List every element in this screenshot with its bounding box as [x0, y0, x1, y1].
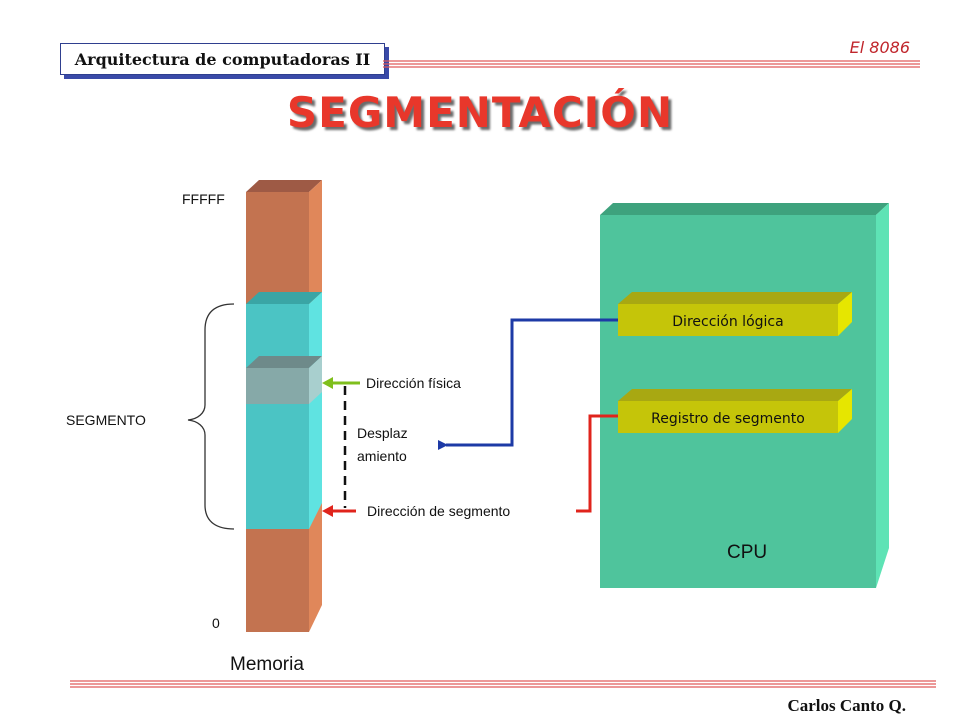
offset-label-line2: amiento: [357, 448, 407, 464]
bottom-address-label: 0: [212, 615, 220, 631]
memory-top-face: [246, 180, 322, 192]
register-to-segment-connector: [576, 414, 618, 513]
segment-register-side: [838, 389, 852, 433]
cpu-label: CPU: [727, 542, 767, 563]
segment-address-label: Dirección de segmento: [367, 503, 510, 519]
cpu-top-face: [600, 203, 889, 215]
segment-label: SEGMENTO: [66, 412, 146, 428]
logical-register-side: [838, 292, 852, 336]
offset-label-line1: Desplaz: [357, 425, 408, 441]
segment-register-front: [618, 401, 838, 433]
segment-side-face: [309, 292, 322, 529]
topic-label: El 8086: [849, 38, 910, 57]
logical-register-front: [618, 304, 838, 336]
logical-register-top: [618, 292, 852, 304]
segment-register: Registro de segmento: [618, 389, 852, 433]
course-title: Arquitectura de computadoras II: [74, 49, 371, 69]
logical-address-register: Dirección lógica: [618, 292, 852, 336]
physical-cell-top: [246, 356, 322, 368]
top-rule-lines: [383, 60, 920, 68]
physical-cell-side: [309, 356, 322, 404]
segment-brace: [187, 303, 235, 530]
segment-address-arrow: [322, 505, 356, 517]
segment-register-label: Registro de segmento: [651, 411, 805, 427]
physical-address-label: Dirección física: [366, 375, 461, 391]
segment-front-face: [246, 304, 309, 529]
page-title: SEGMENTACIÓN: [286, 88, 674, 137]
author-label: Carlos Canto Q.: [787, 696, 906, 715]
segment-register-top: [618, 389, 852, 401]
memory-label: Memoria: [230, 654, 304, 675]
memory-column: [246, 180, 322, 632]
course-title-box: Arquitectura de computadoras II: [60, 43, 385, 75]
logical-address-label: Dirección lógica: [672, 314, 783, 330]
footer-rule: [70, 680, 936, 688]
logical-to-offset-connector: [438, 318, 618, 450]
top-address-label: FFFFF: [182, 191, 225, 207]
physical-cell-front: [246, 368, 309, 404]
cpu-side-face: [876, 203, 889, 588]
physical-address-arrow: [322, 377, 360, 389]
segment-top-face: [246, 292, 322, 304]
